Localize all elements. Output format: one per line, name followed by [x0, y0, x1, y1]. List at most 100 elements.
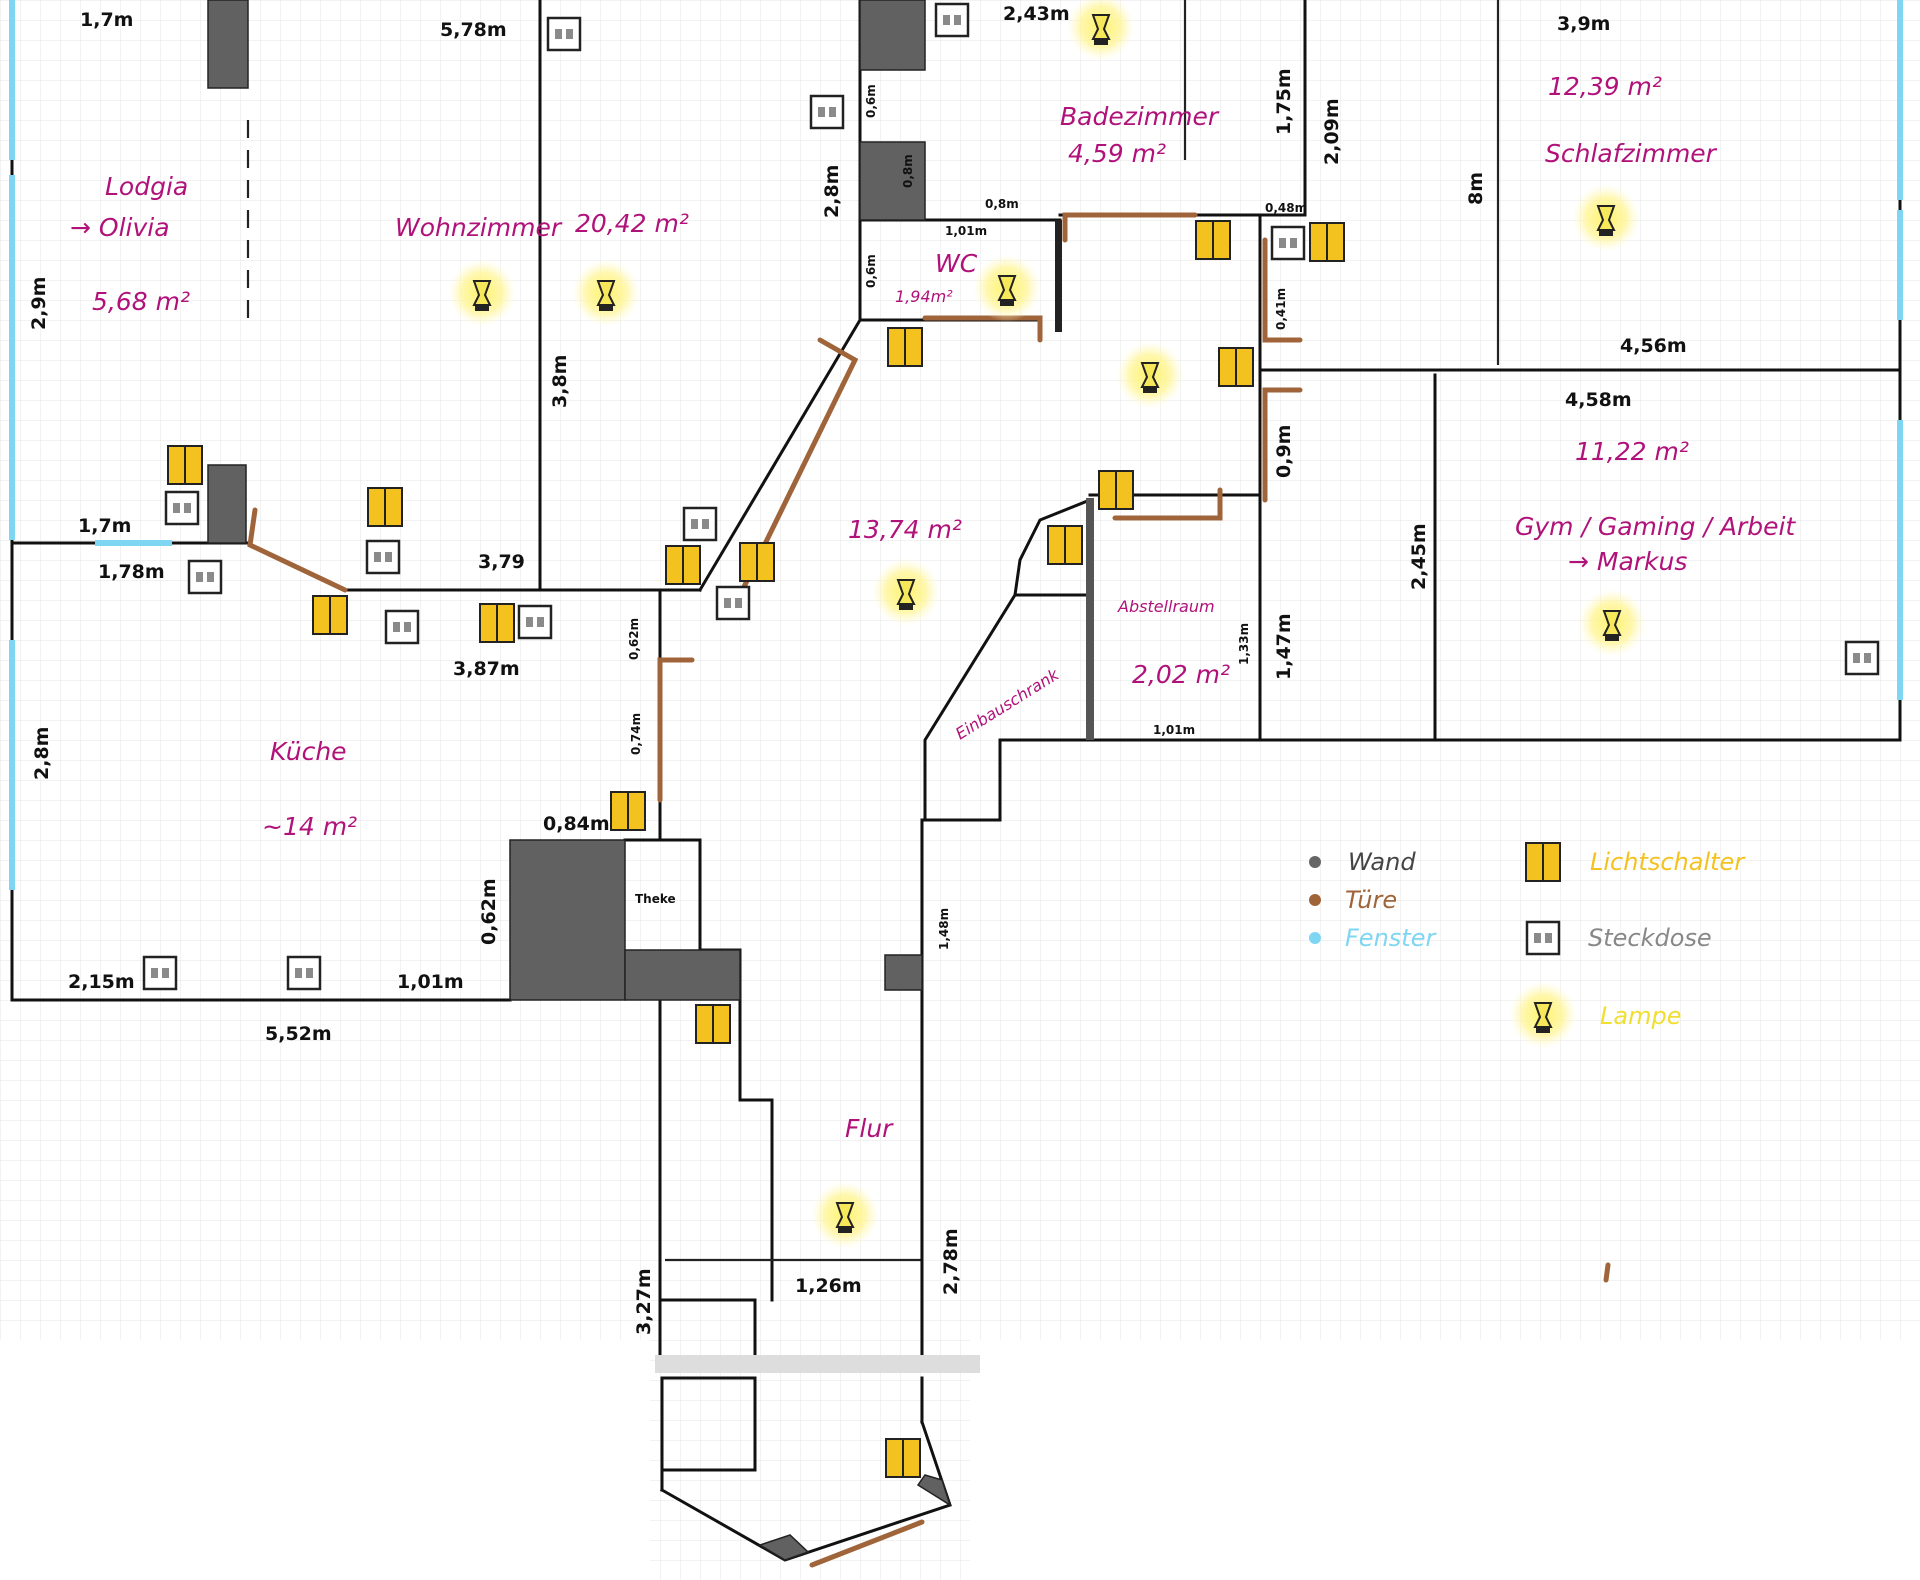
socket-icon	[809, 94, 845, 130]
light-switch-icon	[885, 1438, 921, 1478]
dimension-label: 1,01m	[1153, 723, 1195, 737]
dimension-label: 3,27m	[633, 1268, 655, 1335]
light-switch-icon	[887, 327, 923, 367]
room-label-kueche: Küche	[270, 737, 347, 766]
dimension-label: 4,56m	[1620, 335, 1687, 357]
dimension-label: 0,6m	[864, 254, 878, 288]
dimension-label: 3,87m	[453, 658, 520, 680]
socket-icon	[1844, 640, 1880, 676]
room-label-gym-owner: → Markus	[1568, 547, 1687, 576]
socket-icon	[187, 559, 223, 595]
dimension-label: 1,75m	[1273, 68, 1295, 135]
light-switch-icon	[665, 545, 701, 585]
socket-icon	[517, 604, 553, 640]
doors	[247, 212, 1611, 1568]
dimension-label: 5,78m	[440, 19, 507, 41]
dimension-label: 1,01m	[945, 224, 987, 238]
room-label-schlafzimmer: Schlafzimmer	[1545, 139, 1718, 168]
dimension-label: 3,8m	[549, 355, 571, 408]
room-label-gym: Gym / Gaming / Arbeit	[1515, 512, 1796, 541]
room-label-badezimmer: Badezimmer	[1060, 102, 1220, 131]
light-switch-icon	[695, 1004, 731, 1044]
light-switch-icon	[367, 487, 403, 527]
dimension-label: 1,7m	[78, 515, 131, 537]
legend-wall-label: Wand	[1348, 848, 1416, 876]
dimension-label: 0,9m	[1273, 425, 1295, 478]
room-area-abstellraum: 2,02 m²	[1132, 660, 1230, 689]
light-switch-icon	[1195, 220, 1231, 260]
dimension-label: 2,45m	[1408, 523, 1430, 590]
light-switch-icon	[1218, 347, 1254, 387]
legend-lamp-label: Lampe	[1600, 1002, 1681, 1030]
legend-door-label: Türe	[1345, 886, 1397, 914]
legend: Wand Türe Fenster Lichtschalter Steckdos…	[1309, 842, 1746, 1050]
dimension-label: 2,78m	[940, 1228, 962, 1295]
light-switch-icon	[1098, 470, 1134, 510]
dimension-label: 1,47m	[1273, 613, 1295, 680]
dimension-label: 1,48m	[937, 908, 951, 950]
legend-door-dot	[1309, 894, 1321, 906]
room-label-wc: WC	[935, 249, 978, 278]
socket-icon	[715, 585, 751, 621]
dimension-label: 0,62m	[627, 618, 641, 660]
legend-wall-dot	[1309, 856, 1321, 868]
dimension-label: 1,26m	[795, 1275, 862, 1297]
lamp-icon	[871, 557, 941, 627]
room-area-wc: 1,94m²	[895, 287, 953, 306]
dimension-label: 4,58m	[1565, 389, 1632, 411]
dimension-label: 0,74m	[629, 713, 643, 755]
dimension-label: 0,8m	[985, 197, 1019, 211]
light-switch-icon	[312, 595, 348, 635]
lamp-icon	[972, 253, 1042, 323]
dimension-label: 2,8m	[31, 727, 53, 780]
room-area-hall: 13,74 m²	[848, 515, 962, 544]
socket-icon	[384, 609, 420, 645]
dimension-label: 3,79	[478, 551, 525, 573]
room-area-gym: 11,22 m²	[1575, 437, 1689, 466]
dimension-label: 8m	[1465, 172, 1487, 205]
room-area-kueche: ~14 m²	[262, 812, 357, 841]
lamp-icon	[810, 1180, 880, 1250]
dimension-label: 2,43m	[1003, 3, 1070, 25]
lamp-icon	[1577, 588, 1647, 658]
dimension-label: 1,01m	[397, 971, 464, 993]
dimension-label: 0,8m	[901, 154, 915, 188]
room-label-loggia-owner: → Olivia	[70, 213, 170, 242]
dimension-label: 1,7m	[80, 9, 133, 31]
dimension-labels: 1,7m 5,78m 2,43m 3,9m 2,9m 1,75m 2,09m 2…	[28, 3, 1687, 1335]
lamp-icon	[571, 258, 641, 328]
light-switch-icon	[739, 542, 775, 582]
room-label-theke: Theke	[635, 892, 676, 906]
dimension-label: 2,9m	[28, 277, 50, 330]
socket-icon	[682, 506, 718, 542]
light-switch-icon	[610, 791, 646, 831]
lamp-icon	[447, 258, 517, 328]
dimension-label: 5,52m	[265, 1023, 332, 1045]
legend-switch-label: Lichtschalter	[1590, 848, 1746, 876]
legend-window-dot	[1309, 932, 1321, 944]
legend-lamp-icon	[1508, 980, 1578, 1050]
room-label-wohnzimmer: Wohnzimmer	[395, 213, 563, 242]
legend-window-label: Fenster	[1345, 924, 1437, 952]
light-switch-icon	[479, 603, 515, 643]
dimension-label: 1,78m	[98, 561, 165, 583]
dimension-label: 2,09m	[1321, 98, 1343, 165]
room-label-flur: Flur	[845, 1114, 894, 1143]
light-switch-icon	[1047, 525, 1083, 565]
wall-blocks	[207, 0, 1094, 1561]
dimension-label: 0,48m	[1265, 201, 1307, 215]
legend-socket-label: Steckdose	[1588, 924, 1712, 952]
room-area-schlafzimmer: 12,39 m²	[1548, 72, 1662, 101]
socket-icon	[365, 539, 401, 575]
dimension-label: 0,6m	[864, 84, 878, 118]
dimension-label: 2,15m	[68, 971, 135, 993]
socket-icon	[546, 16, 582, 52]
socket-icon	[286, 955, 322, 991]
dimension-label: 1,33m	[1237, 623, 1251, 665]
dimension-label: 3,9m	[1557, 13, 1610, 35]
room-area-badezimmer: 4,59 m²	[1068, 139, 1166, 168]
dimension-label: 2,8m	[821, 165, 843, 218]
room-label-loggia: Lodgia	[105, 172, 188, 201]
lamp-icon	[1571, 183, 1641, 253]
